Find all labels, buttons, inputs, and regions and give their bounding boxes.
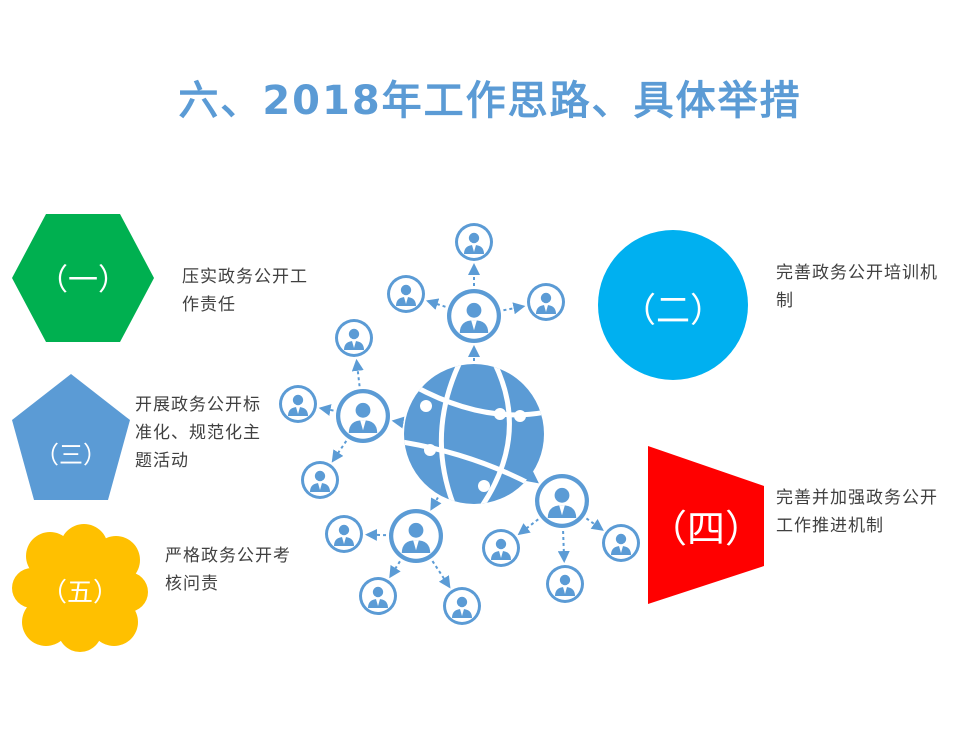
person-icon bbox=[301, 461, 339, 499]
item-4-label: （四） bbox=[648, 507, 763, 551]
person-icon bbox=[546, 565, 584, 603]
connector-arrow bbox=[331, 440, 348, 463]
person-icon bbox=[387, 275, 425, 313]
person-icon bbox=[482, 529, 520, 567]
circle-shape bbox=[598, 230, 748, 380]
person-icon bbox=[527, 283, 565, 321]
item-1-text-line-2: 作责任 bbox=[182, 295, 236, 315]
item-4-text: 完善并加强政务公开 工作推进机制 bbox=[776, 484, 938, 540]
item-3-text-line-2: 准化、规范化主 bbox=[135, 423, 261, 443]
person-icon bbox=[279, 385, 317, 423]
person-icon bbox=[447, 289, 501, 343]
item-2-text: 完善政务公开培训机 制 bbox=[776, 259, 938, 315]
connector-arrow bbox=[503, 302, 526, 315]
item-2-text-line-1: 完善政务公开培训机 bbox=[776, 263, 938, 283]
item-1-text: 压实政务公开工 作责任 bbox=[182, 263, 308, 319]
connector-arrow bbox=[585, 517, 604, 531]
hexagon-shape bbox=[12, 214, 154, 342]
person-icon bbox=[602, 524, 640, 562]
person-icon bbox=[455, 223, 493, 261]
connector-arrow bbox=[425, 298, 446, 310]
connector-arrow bbox=[430, 496, 442, 511]
connector-arrow bbox=[517, 518, 539, 536]
person-icon bbox=[389, 509, 443, 563]
person-icon bbox=[535, 474, 589, 528]
person-icon bbox=[359, 577, 397, 615]
person-icon bbox=[325, 515, 363, 553]
page-title: 六、2018年工作思路、具体举措 bbox=[178, 78, 802, 124]
person-icon bbox=[335, 319, 373, 357]
item-1-text-line-1: 压实政务公开工 bbox=[182, 267, 308, 287]
connector-arrow bbox=[557, 530, 570, 564]
item-3-text-line-1: 开展政务公开标 bbox=[135, 395, 261, 415]
item-2-text-line-2: 制 bbox=[776, 291, 794, 311]
connector-arrow bbox=[431, 560, 451, 589]
person-icon bbox=[443, 587, 481, 625]
item-3-text: 开展政务公开标 准化、规范化主 题活动 bbox=[135, 391, 261, 475]
cloud-shape bbox=[12, 524, 148, 652]
pentagon-shape bbox=[12, 374, 130, 500]
person-icon bbox=[336, 389, 390, 443]
item-5-text: 严格政务公开考 核问责 bbox=[165, 542, 291, 598]
connector-arrow bbox=[318, 404, 334, 416]
item-3-label: （三） bbox=[35, 441, 107, 469]
connector-arrow bbox=[389, 560, 401, 579]
globe-icon bbox=[404, 364, 544, 504]
connector-arrow bbox=[351, 358, 364, 387]
item-1-label: （一） bbox=[38, 263, 128, 298]
item-3-text-line-3: 题活动 bbox=[135, 451, 189, 471]
connector-arrow bbox=[391, 416, 405, 429]
item-2-label: （二） bbox=[622, 291, 724, 331]
item-5-text-line-2: 核问责 bbox=[165, 574, 219, 594]
item-5-text-line-1: 严格政务公开考 bbox=[165, 546, 291, 566]
connector-arrow bbox=[525, 471, 539, 484]
trapezoid-shape bbox=[648, 446, 764, 604]
item-5-label: （五） bbox=[40, 578, 119, 608]
connector-arrow bbox=[364, 528, 387, 541]
item-4-text-line-2: 工作推进机制 bbox=[776, 516, 884, 536]
item-4-text-line-1: 完善并加强政务公开 bbox=[776, 488, 938, 508]
